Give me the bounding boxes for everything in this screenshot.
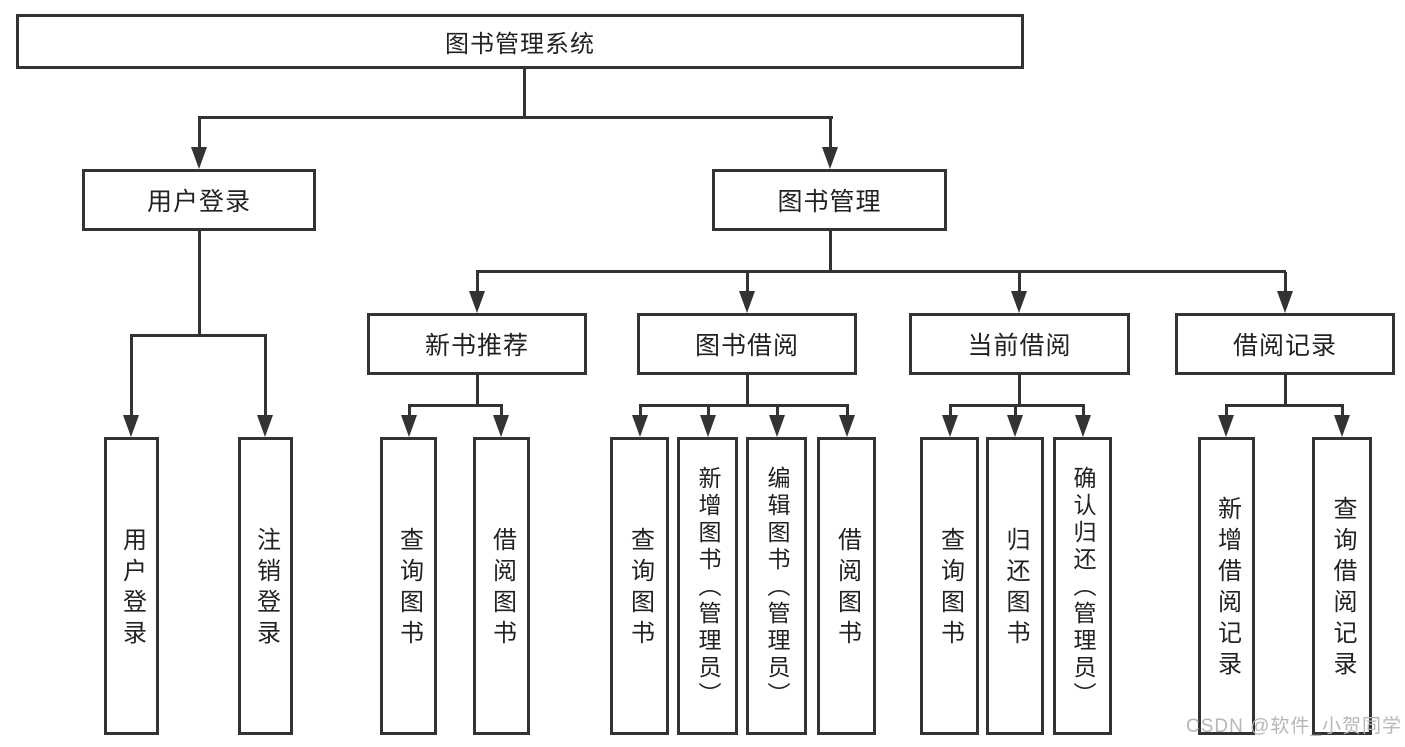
arrow-head-down-icon: [1007, 415, 1023, 437]
node-label: 用户登录: [118, 527, 146, 651]
node-current-borrow: 当前借阅: [909, 313, 1130, 375]
connector-horizontal-line: [949, 404, 1085, 407]
arrow-head-down-icon: [769, 415, 785, 437]
leaf-edit-book-admin: 编辑图书（管理员）: [746, 437, 807, 735]
connector-arrow-shaft: [1018, 272, 1021, 291]
connector-vertical-line: [476, 375, 479, 406]
connector-arrow-shaft: [1014, 406, 1017, 415]
connector-arrow-shaft: [707, 406, 710, 415]
connector-horizontal-line: [198, 116, 833, 119]
node-user-login: 用户登录: [82, 169, 316, 231]
arrow-head-down-icon: [257, 415, 273, 437]
connector-arrow-shaft: [264, 335, 267, 415]
arrow-head-down-icon: [1011, 291, 1027, 313]
node-label: 借阅图书: [833, 527, 861, 651]
leaf-borrow-book: 借阅图书: [817, 437, 876, 735]
node-label: 查询借阅记录: [1329, 496, 1356, 682]
connector-vertical-line: [523, 69, 526, 118]
connector-arrow-shaft: [949, 406, 952, 415]
arrow-head-down-icon: [493, 415, 509, 437]
node-book-borrow: 图书借阅: [637, 313, 857, 375]
connector-arrow-shaft: [829, 118, 832, 147]
node-label: 用户登录: [146, 188, 251, 216]
leaf-add-book-admin: 新增图书（管理员）: [677, 437, 738, 735]
connector-arrow-shaft: [1284, 272, 1287, 291]
arrow-head-down-icon: [191, 147, 207, 169]
leaf-query-book-borrow: 查询图书: [610, 437, 669, 735]
node-label: 借阅图书: [488, 527, 516, 651]
connector-vertical-line: [1018, 375, 1021, 406]
connector-horizontal-line: [408, 404, 503, 407]
arrow-head-down-icon: [700, 415, 716, 437]
connector-arrow-shaft: [500, 406, 503, 415]
node-label: 新增图书（管理员）: [695, 465, 721, 709]
node-label: 查询图书: [395, 527, 423, 651]
leaf-user-login: 用户登录: [104, 437, 159, 735]
connector-arrow-shaft: [639, 406, 642, 415]
leaf-query-book-recommend: 查询图书: [380, 437, 437, 735]
connector-vertical-line: [198, 231, 201, 335]
node-borrow-records: 借阅记录: [1175, 313, 1395, 375]
connector-vertical-line: [1284, 375, 1287, 406]
arrow-head-down-icon: [739, 291, 755, 313]
node-label: 图书管理系统: [445, 31, 595, 58]
arrow-head-down-icon: [401, 415, 417, 437]
leaf-return-book: 归还图书: [986, 437, 1044, 735]
connector-arrow-shaft: [776, 406, 779, 415]
node-label: 查询图书: [936, 527, 964, 651]
arrow-head-down-icon: [632, 415, 648, 437]
connector-horizontal-line: [1225, 404, 1344, 407]
arrow-head-down-icon: [1075, 415, 1091, 437]
leaf-query-borrow-record: 查询借阅记录: [1312, 437, 1372, 735]
node-root-library-system: 图书管理系统: [16, 14, 1024, 69]
node-book-management: 图书管理: [712, 169, 947, 231]
connector-arrow-shaft: [1082, 406, 1085, 415]
connector-arrow-shaft: [846, 406, 849, 415]
leaf-add-borrow-record: 新增借阅记录: [1198, 437, 1255, 735]
node-new-book-recommend: 新书推荐: [367, 313, 587, 375]
connector-arrow-shaft: [746, 272, 749, 291]
connector-horizontal-line: [476, 270, 1286, 273]
arrow-head-down-icon: [1277, 291, 1293, 313]
arrow-head-down-icon: [469, 291, 485, 313]
node-label: 图书管理: [777, 188, 882, 216]
node-label: 图书借阅: [694, 332, 799, 360]
arrow-head-down-icon: [822, 147, 838, 169]
connector-arrow-shaft: [476, 272, 479, 291]
node-label: 当前借阅: [967, 332, 1072, 360]
connector-horizontal-line: [639, 404, 849, 407]
arrow-head-down-icon: [942, 415, 958, 437]
arrow-head-down-icon: [123, 415, 139, 437]
leaf-logout: 注销登录: [238, 437, 293, 735]
connector-vertical-line: [746, 375, 749, 406]
connector-arrow-shaft: [130, 335, 133, 415]
node-label: 编辑图书（管理员）: [764, 465, 790, 709]
node-label: 借阅记录: [1232, 332, 1337, 360]
node-label: 归还图书: [1002, 527, 1029, 651]
arrow-head-down-icon: [1334, 415, 1350, 437]
connector-arrow-shaft: [1225, 406, 1228, 415]
node-label: 注销登录: [252, 527, 280, 651]
arrow-head-down-icon: [1218, 415, 1234, 437]
connector-arrow-shaft: [198, 118, 201, 147]
node-label: 新书推荐: [424, 332, 529, 360]
node-label: 确认归还（管理员）: [1070, 465, 1096, 709]
arrow-head-down-icon: [839, 415, 855, 437]
node-label: 新增借阅记录: [1213, 496, 1241, 682]
connector-horizontal-line: [130, 334, 267, 337]
leaf-query-book-current: 查询图书: [920, 437, 979, 735]
watermark: CSDN @软件_小贺同学: [1186, 716, 1402, 737]
connector-arrow-shaft: [408, 406, 411, 415]
node-label: 查询图书: [626, 527, 654, 651]
leaf-confirm-return-admin: 确认归还（管理员）: [1053, 437, 1112, 735]
leaf-borrow-book-recommend: 借阅图书: [473, 437, 530, 735]
connector-arrow-shaft: [1341, 406, 1344, 415]
connector-vertical-line: [829, 231, 832, 272]
